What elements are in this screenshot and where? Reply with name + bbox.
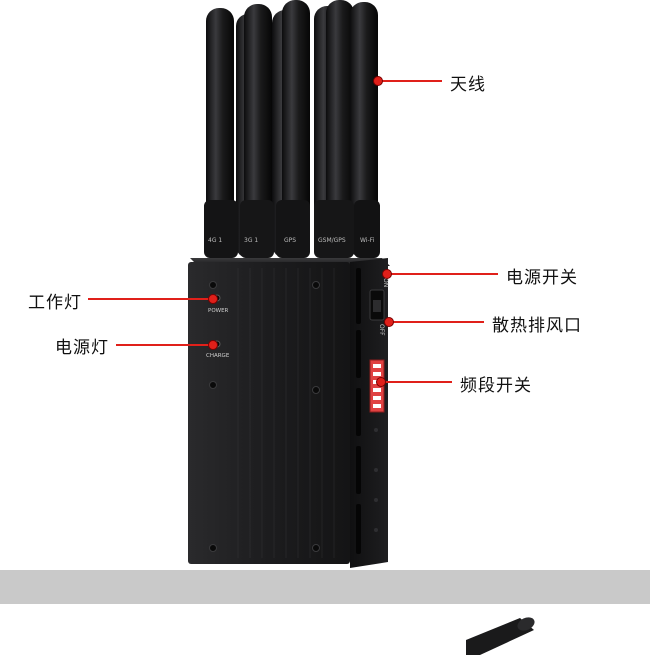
antenna-label-4: GSM/GPS	[318, 237, 346, 244]
antenna-8	[350, 2, 378, 258]
section-divider-band	[0, 570, 650, 604]
antenna-3	[244, 4, 272, 258]
power-led-label: POWER	[208, 308, 229, 314]
vent-slots	[356, 268, 361, 554]
band-switch-callout-dot	[376, 377, 386, 387]
device-body: ON OFF POWER CHARGE	[188, 258, 390, 568]
power-switch-callout-label: 电源开关	[506, 268, 578, 288]
antenna-7	[326, 0, 354, 258]
antenna-5	[282, 0, 310, 258]
vent-callout-label: 散热排风口	[492, 316, 582, 336]
charge-led-label: CHARGE	[206, 353, 230, 359]
vent-callout-line	[388, 321, 484, 323]
antenna-callout-label: 天线	[450, 75, 486, 95]
power-switch-callout-line	[386, 273, 498, 275]
antenna-label-2: 3G 1	[244, 237, 258, 244]
band-switch-callout-line	[380, 381, 452, 383]
work-light-callout-label: 工作灯	[28, 293, 82, 313]
band-switch-callout-label: 频段开关	[460, 376, 532, 396]
antenna-label-5: Wi-Fi	[360, 237, 375, 244]
work-light-callout-line	[88, 298, 212, 300]
power-switch-callout-dot	[382, 269, 392, 279]
power-light-callout-label: 电源灯	[55, 338, 109, 358]
antenna-callout-line	[378, 80, 442, 82]
next-product-antenna	[466, 617, 535, 655]
antenna-group: 4G 1 3G 1 GPS GSM/GPS Wi-Fi	[204, 0, 380, 258]
power-light-callout-line	[116, 344, 212, 346]
antenna-label-3: GPS	[284, 237, 296, 244]
antenna-1	[206, 8, 234, 258]
antenna-callout-dot	[373, 76, 383, 86]
front-screws	[209, 281, 320, 552]
switch-off-label: OFF	[378, 324, 385, 336]
switch-on-label: ON	[382, 278, 389, 287]
power-light-callout-dot	[208, 340, 218, 350]
antenna-label-1: 4G 1	[208, 237, 222, 244]
work-light-callout-dot	[208, 294, 218, 304]
front-panel	[188, 262, 350, 564]
vent-callout-dot	[384, 317, 394, 327]
